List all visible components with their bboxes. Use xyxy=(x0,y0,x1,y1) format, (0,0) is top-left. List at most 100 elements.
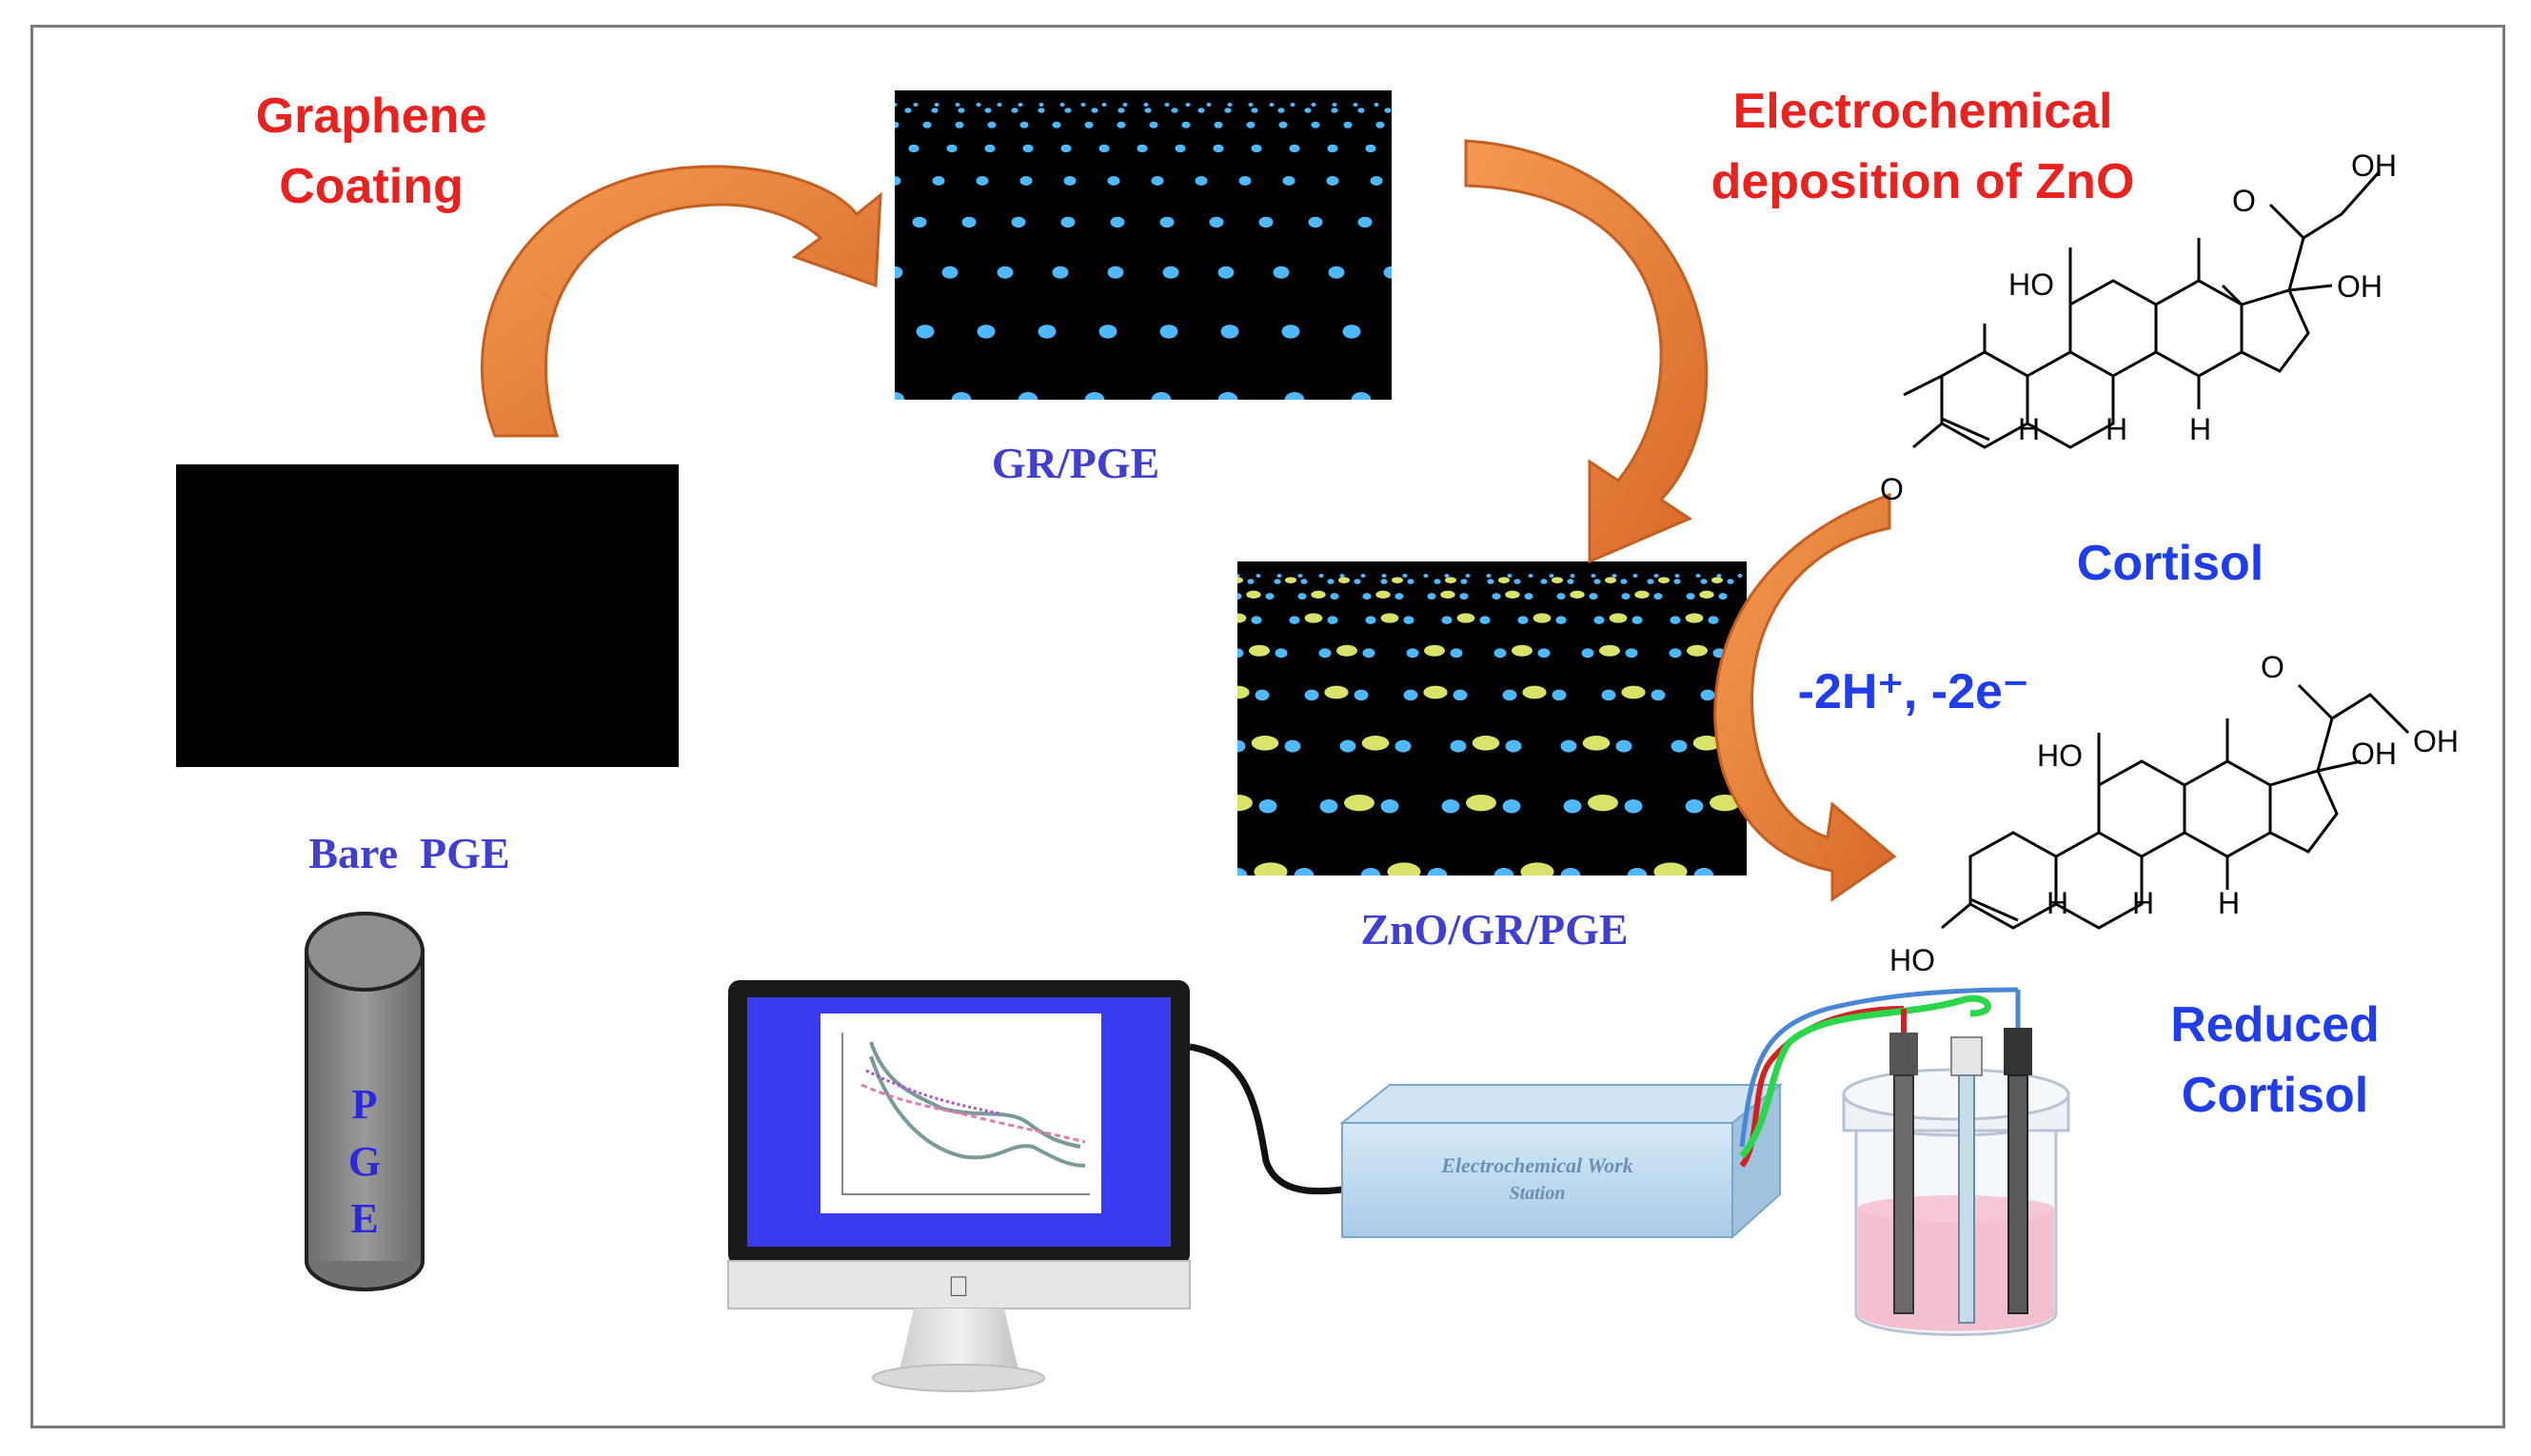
zno-particle xyxy=(1699,590,1714,600)
zno-particle xyxy=(1472,736,1500,751)
workstation-label-line1: Electrochemical Work xyxy=(1440,1153,1632,1177)
lattice-atom xyxy=(1528,574,1533,578)
lattice-atom xyxy=(1117,121,1126,128)
lattice-atom xyxy=(1624,799,1643,814)
monitor-cable xyxy=(1189,1043,1343,1195)
lattice-atom xyxy=(1019,121,1029,128)
lattice-atom xyxy=(1151,392,1172,400)
reduced-cortisol-structure xyxy=(1941,683,2410,930)
lattice-atom xyxy=(1227,103,1233,107)
lattice-atom xyxy=(1627,868,1648,876)
zno-particle xyxy=(1466,794,1496,812)
lattice-atom xyxy=(1159,325,1178,339)
lattice-atom xyxy=(1308,216,1323,228)
lattice-atom xyxy=(1674,574,1680,578)
zno-particle xyxy=(1604,577,1617,583)
lattice-atom xyxy=(1343,121,1353,128)
lattice-atom xyxy=(1502,799,1521,814)
lattice-atom xyxy=(1453,689,1468,701)
lattice-atom xyxy=(1084,392,1105,400)
lattice-atom xyxy=(1441,799,1460,814)
lattice-atom xyxy=(1098,325,1117,339)
lattice-atom xyxy=(1018,103,1023,107)
lattice-atom xyxy=(1357,216,1373,228)
lattice-atom xyxy=(1620,579,1628,584)
lattice-atom xyxy=(1459,593,1469,600)
lattice-atom xyxy=(1450,648,1463,659)
lattice-atom xyxy=(895,392,905,400)
lattice-atom xyxy=(1549,574,1554,578)
bare-pge-label: Bare PGE xyxy=(308,829,510,877)
lattice-atom xyxy=(997,103,1002,107)
lattice-atom xyxy=(1354,579,1361,584)
lattice-atom xyxy=(1251,108,1258,113)
lattice-atom xyxy=(1214,121,1223,128)
lattice-atom xyxy=(1357,108,1365,113)
lattice-atom xyxy=(1277,108,1285,113)
lattice-atom xyxy=(895,176,901,186)
zno-particle xyxy=(1391,577,1404,583)
lattice-atom xyxy=(1159,216,1175,228)
lattice-atom xyxy=(1181,121,1191,128)
lattice-atom xyxy=(1144,108,1152,113)
zno-particle xyxy=(1621,685,1646,699)
lattice-atom xyxy=(1537,648,1551,659)
green-wire xyxy=(1739,994,1991,1159)
lattice-atom xyxy=(984,108,992,113)
pge-letter-e: E xyxy=(350,1195,378,1242)
lattice-atom xyxy=(1269,103,1275,107)
lattice-atom xyxy=(895,103,898,107)
lattice-atom xyxy=(1289,144,1300,153)
lattice-atom xyxy=(1278,121,1288,128)
zno-particle xyxy=(1505,590,1520,600)
reaction-label: -2H⁺, -2e⁻ xyxy=(1797,664,2029,719)
zno-particle xyxy=(1444,577,1457,583)
lattice-atom xyxy=(931,108,939,113)
lattice-atom xyxy=(1621,593,1631,600)
lattice-atom xyxy=(1080,103,1086,107)
pge-letter-g: G xyxy=(348,1138,381,1185)
zno-particle xyxy=(1685,613,1704,623)
lattice-atom xyxy=(1394,593,1404,600)
lattice-atom xyxy=(1670,616,1681,624)
zno-particle xyxy=(1311,590,1326,600)
lattice-atom xyxy=(1612,574,1617,578)
lattice-atom xyxy=(1560,739,1577,753)
lattice-atom xyxy=(1570,574,1575,578)
lattice-atom xyxy=(1406,648,1419,659)
lattice-atom xyxy=(1195,176,1208,186)
zno-particle xyxy=(1424,644,1445,657)
lattice-atom xyxy=(1513,579,1521,584)
zno-particle xyxy=(1387,862,1421,876)
lattice-atom xyxy=(1727,579,1734,584)
lattice-atom xyxy=(934,103,939,107)
lattice-atom xyxy=(1197,108,1205,113)
lattice-atom xyxy=(1502,689,1517,701)
lattice-atom xyxy=(1381,574,1387,578)
zno-particle xyxy=(1522,685,1547,699)
lattice-atom xyxy=(1737,574,1743,578)
lattice-atom xyxy=(1251,616,1262,624)
zno-particle xyxy=(1653,862,1688,876)
reduced-atom-ho2: HO xyxy=(1889,943,1935,977)
lattice-atom xyxy=(1318,574,1324,578)
lattice-atom xyxy=(1247,579,1255,584)
lattice-atom xyxy=(1669,648,1682,659)
lattice-atom xyxy=(1206,103,1212,107)
graphene-coating-label: Graphene Coating xyxy=(255,89,487,214)
lattice-atom xyxy=(955,103,960,107)
lattice-atom xyxy=(987,121,997,128)
lattice-atom xyxy=(1175,144,1186,153)
deposition-arrow xyxy=(1464,139,1709,564)
lattice-atom xyxy=(1493,868,1514,876)
lattice-atom xyxy=(941,266,959,279)
lattice-atom xyxy=(1394,739,1412,753)
lattice-atom xyxy=(1238,176,1252,186)
lattice-atom xyxy=(1427,868,1448,876)
lattice-atom xyxy=(1716,574,1722,578)
lattice-atom xyxy=(1402,574,1408,578)
lattice-atom xyxy=(1151,176,1164,186)
lattice-atom xyxy=(1351,392,1372,400)
lattice-atom xyxy=(1084,121,1094,128)
lattice-atom xyxy=(1304,108,1312,113)
